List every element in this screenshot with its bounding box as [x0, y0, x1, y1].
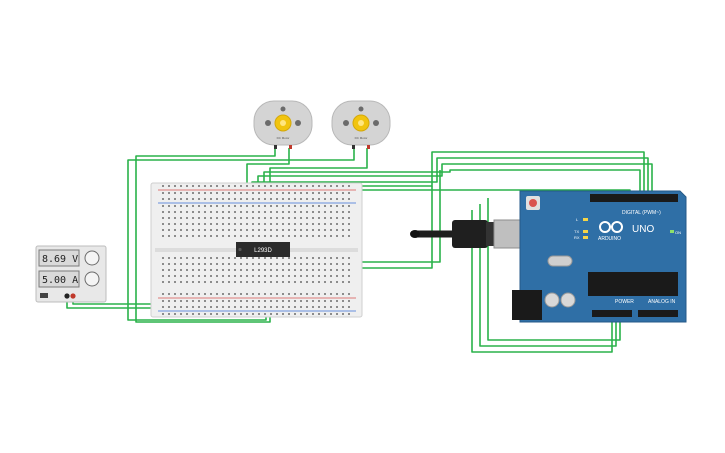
wire[interactable]: [487, 198, 621, 341]
screw-icon: [343, 120, 349, 126]
wire[interactable]: [257, 163, 653, 204]
uno-label: UNO: [632, 224, 654, 235]
arduino-uno-board[interactable]: DIGITAL (PWM~) UNO ARDUINO L TX RX ON PO…: [512, 190, 687, 323]
power-label: POWER: [615, 299, 634, 305]
motor-label: DC Motor: [355, 136, 368, 140]
power-switch[interactable]: [40, 293, 48, 298]
screw-icon: [295, 120, 301, 126]
voltage-display: 8.69 V: [42, 254, 78, 265]
negative-terminal[interactable]: [64, 293, 70, 299]
tx-led: [583, 230, 588, 233]
l-led: [583, 218, 588, 221]
positive-terminal[interactable]: [70, 293, 76, 299]
wire[interactable]: [263, 169, 641, 204]
screw-icon: [265, 120, 271, 126]
usb-cable[interactable]: [410, 219, 529, 249]
current-display: 5.00 A: [42, 275, 78, 286]
motor-driver-chip[interactable]: L293D: [236, 242, 290, 257]
voltage-knob[interactable]: [84, 250, 100, 266]
wire[interactable]: [471, 210, 613, 353]
on-led: [670, 230, 674, 233]
digital-label: DIGITAL (PWM~): [622, 210, 661, 216]
power-jack[interactable]: [512, 290, 542, 320]
dc-motor-2[interactable]: DC Motor: [331, 100, 391, 149]
analog-label: ANALOG IN: [648, 299, 676, 305]
arduino-brand: ARDUINO: [598, 236, 621, 242]
dc-motor-1[interactable]: DC Motor: [253, 100, 313, 149]
led-label-l: L: [576, 217, 579, 222]
rx-led: [583, 236, 588, 239]
breadboard-holes[interactable]: [162, 185, 350, 315]
screw-icon: [373, 120, 379, 126]
led-label-rx: RX: [574, 235, 580, 240]
power-supply[interactable]: 8.69 V 5.00 A: [35, 245, 107, 303]
current-knob[interactable]: [84, 271, 100, 287]
digital-header[interactable]: [590, 194, 678, 202]
microcontroller-chip: [588, 272, 678, 296]
analog-header[interactable]: [638, 310, 678, 317]
led-label-tx: TX: [574, 229, 579, 234]
wire[interactable]: [479, 204, 617, 347]
motor-label: DC Motor: [277, 136, 290, 140]
power-header[interactable]: [592, 310, 632, 317]
led-label-on: ON: [675, 230, 681, 235]
chip-label: L293D: [254, 248, 272, 254]
arduino-logo-icon: [599, 221, 623, 233]
